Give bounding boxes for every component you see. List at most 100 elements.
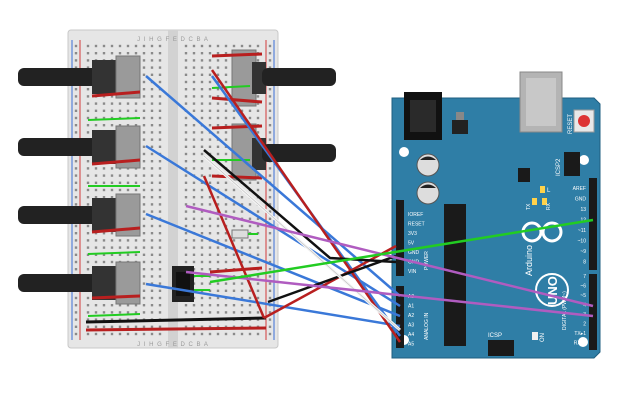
breadboard-hole [216, 246, 220, 249]
breadboard-hole [224, 116, 228, 120]
rail-hole [74, 253, 78, 256]
breadboard-hole [208, 296, 212, 300]
breadboard-hole [158, 268, 162, 271]
potentiometer-3[interactable] [18, 193, 141, 237]
breadboard-hole [126, 124, 130, 127]
breadboard-hole [158, 131, 162, 134]
rail-hole [268, 138, 272, 141]
breadboard-hole [224, 239, 228, 242]
breadboard-hole [102, 167, 106, 170]
breadboard-hole [110, 232, 114, 235]
digital-pin-label: 2 [583, 322, 586, 328]
breadboard-hole [240, 246, 244, 249]
breadboard-hole [256, 109, 260, 112]
power-pin-label: GND [408, 250, 420, 256]
red-jumper [91, 90, 141, 98]
breadboard-hole [192, 145, 196, 148]
potentiometer-2[interactable] [18, 125, 141, 169]
breadboard-hole [208, 253, 212, 256]
breadboard-hole [142, 203, 146, 206]
breadboard-hole [224, 268, 228, 271]
breadboard-hole [150, 304, 154, 307]
breadboard-hole [232, 325, 236, 328]
icsp2-label: ICSP2 [556, 158, 562, 176]
breadboard-hole [208, 260, 212, 264]
breadboard-hole [110, 304, 114, 307]
breadboard-hole [256, 311, 260, 314]
digital-pin-label: TX▸1 [574, 331, 586, 337]
breadboard-hole [134, 311, 138, 314]
breadboard-hole [94, 167, 98, 170]
breadboard-hole [134, 304, 138, 307]
breadboard-hole [256, 210, 260, 213]
breadboard-hole [158, 275, 162, 278]
breadboard-hole [184, 88, 188, 91]
breadboard-hole [158, 160, 162, 163]
breadboard-hole [208, 224, 212, 228]
breadboard-hole [192, 44, 196, 48]
rail-hole [268, 174, 272, 177]
breadboard-hole [102, 181, 106, 184]
breadboard-hole [208, 116, 212, 120]
breadboard-hole [224, 181, 228, 184]
black-wire [203, 149, 397, 264]
breadboard-hole [184, 260, 188, 264]
breadboard-hole [208, 88, 212, 91]
arduino-brand: Arduino [524, 245, 534, 276]
breadboard-hole [248, 109, 252, 112]
breadboard-hole [94, 102, 98, 105]
breadboard-hole [126, 311, 130, 314]
breadboard-hole [208, 52, 212, 55]
rail-hole [74, 332, 78, 336]
breadboard-hole [200, 66, 204, 69]
breadboard-hole [208, 217, 212, 220]
breadboard-hole [86, 318, 90, 321]
breadboard-hole [216, 289, 220, 292]
rail-hole [268, 318, 272, 321]
rail-hole [74, 188, 78, 192]
breadboard-hole [118, 318, 122, 321]
breadboard-hole [208, 181, 212, 184]
breadboard-hole [150, 325, 154, 328]
digital-pin-label: ~10 [578, 239, 587, 245]
breadboard-hole [142, 210, 146, 213]
breadboard-hole [184, 160, 188, 163]
potentiometer-1[interactable] [18, 55, 141, 99]
breadboard-hole [142, 196, 146, 199]
breadboard-hole [142, 59, 146, 62]
breadboard-hole [240, 253, 244, 256]
breadboard-hole [248, 239, 252, 242]
breadboard-hole [208, 203, 212, 206]
purple-wire [185, 270, 594, 318]
breadboard-hole [192, 203, 196, 206]
potentiometer-5[interactable] [231, 49, 336, 107]
breadboard-hole [142, 239, 146, 242]
digital-pin-label: ~6 [580, 284, 586, 290]
breadboard-hole [184, 152, 188, 156]
breadboard-hole [142, 152, 146, 156]
breadboard-hole [158, 181, 162, 184]
breadboard-hole [184, 311, 188, 314]
breadboard-hole [118, 52, 122, 55]
rail-hole [268, 253, 272, 256]
breadboard-hole [200, 210, 204, 213]
potentiometer-6[interactable] [231, 123, 336, 181]
breadboard-hole [142, 138, 146, 141]
breadboard-hole [150, 282, 154, 285]
rail-hole [268, 275, 272, 278]
breadboard-hole [192, 95, 196, 98]
breadboard-hole [150, 145, 154, 148]
rail-hole [74, 268, 78, 271]
rail-hole [74, 52, 78, 55]
breadboard-hole [200, 88, 204, 91]
led-l [540, 186, 545, 193]
breadboard-hole [158, 325, 162, 328]
rail-hole [74, 232, 78, 235]
breadboard-hole [126, 102, 130, 105]
rail-hole [268, 44, 272, 48]
red-jumper [211, 124, 263, 130]
breadboard-hole [94, 174, 98, 177]
rail-hole [74, 124, 78, 127]
breadboard-hole [184, 59, 188, 62]
breadboard-hole [150, 289, 154, 292]
